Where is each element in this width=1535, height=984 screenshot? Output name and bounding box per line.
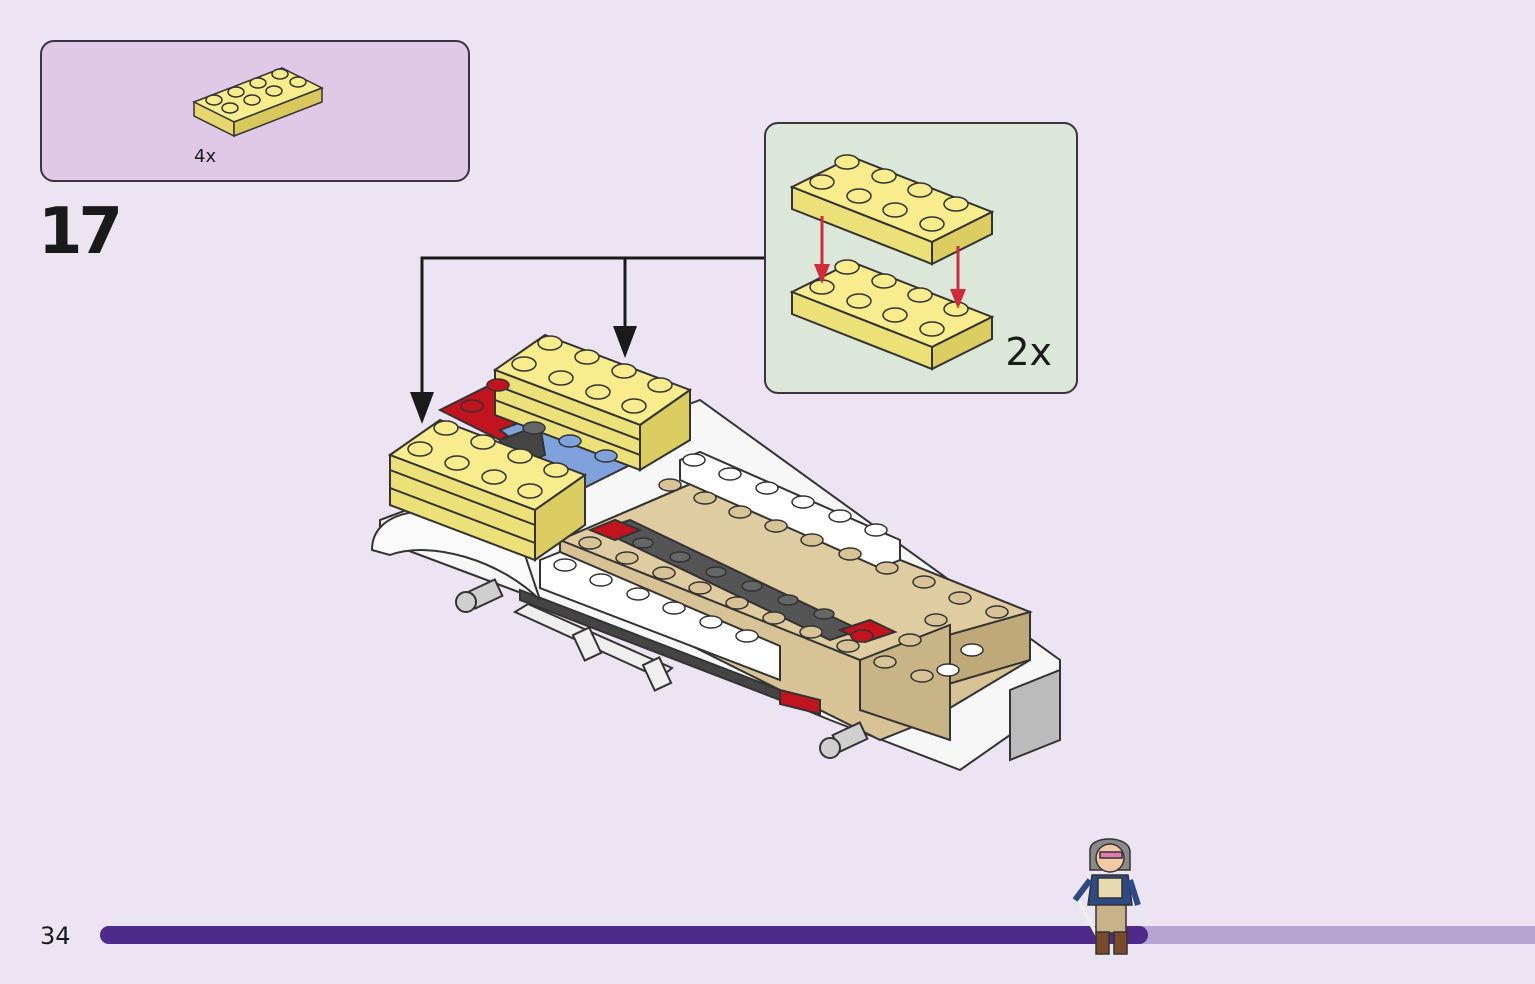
progress-bar (100, 926, 1535, 944)
axle-pins (455, 578, 869, 759)
arrow-down-icon (613, 326, 637, 358)
studs (407, 335, 673, 499)
subassembly-callout: 2x (764, 122, 1078, 394)
progress-bar-fill (100, 926, 1148, 944)
step-number: 17 (38, 195, 123, 269)
parts-quantity: 4x (194, 146, 217, 167)
yellow-plate-stack-icon (789, 154, 995, 371)
arrow-down-icon (410, 392, 434, 424)
parts-list-panel: 4x (40, 40, 470, 182)
placement-arrow-icon (814, 216, 966, 309)
exhaust-pipe (512, 602, 674, 692)
subassembly-quantity: 2x (1005, 330, 1052, 374)
page-number: 34 (40, 922, 71, 950)
yellow-plate-2x4-icon (192, 67, 324, 138)
